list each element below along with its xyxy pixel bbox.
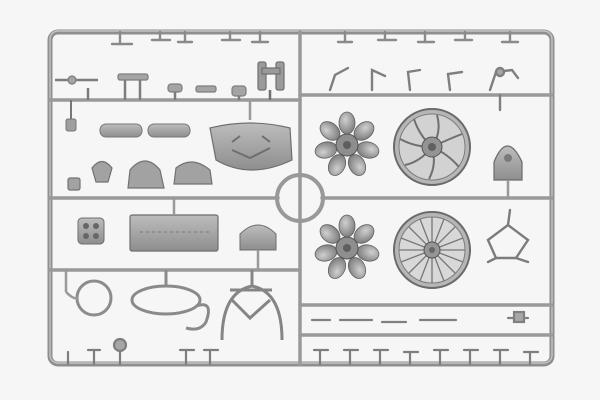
engine-mount-arch — [220, 270, 284, 341]
machine-gun-pair — [257, 61, 285, 100]
wheel-upper — [393, 108, 471, 186]
strut-tripod — [486, 208, 530, 264]
wheel-lower — [393, 211, 471, 289]
upper-right-parts — [328, 66, 520, 112]
cowling-halves — [99, 123, 191, 138]
headrest-part — [239, 224, 277, 270]
floor-panel — [129, 198, 219, 252]
tank-panel — [209, 100, 293, 171]
lower-right-rod-parts — [310, 310, 530, 324]
top-row-small-parts — [110, 30, 520, 46]
seat-and-brackets — [67, 160, 213, 191]
upper-left-parts — [55, 73, 247, 100]
oval-frame-part — [130, 270, 210, 331]
small-clip-left — [65, 100, 77, 132]
bottom-row-small-parts — [66, 337, 540, 366]
radial-engine-upper — [314, 111, 380, 176]
central-runner-ring — [275, 173, 325, 223]
lower-left-ring — [64, 270, 113, 317]
four-hole-block — [77, 217, 105, 245]
bell-part — [493, 145, 523, 198]
radial-engine-lower — [314, 214, 380, 279]
